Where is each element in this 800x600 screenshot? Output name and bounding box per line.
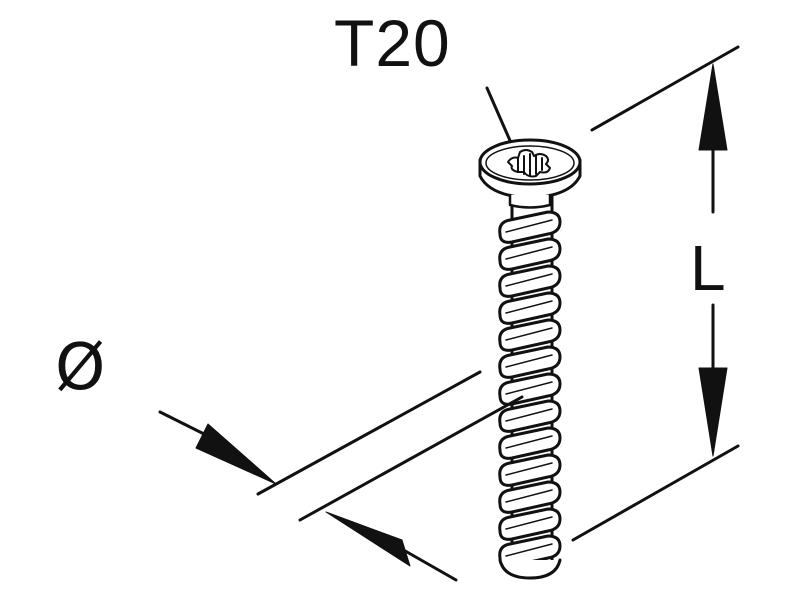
thread-edge xyxy=(505,354,553,368)
thread-edge xyxy=(505,543,553,557)
thread-edge xyxy=(505,408,553,422)
torx-drive-icon xyxy=(507,149,551,178)
thread-turn xyxy=(498,399,562,433)
thread-turn xyxy=(498,453,562,487)
diameter-dimension xyxy=(158,370,524,582)
thread-edge xyxy=(505,489,553,503)
thread-turn xyxy=(498,480,562,514)
thread-edge xyxy=(505,327,553,341)
thread-edge xyxy=(505,462,553,476)
diameter-label: Ø xyxy=(55,331,106,405)
dimension-arrow-icon xyxy=(698,63,728,151)
thread-edge xyxy=(505,273,553,287)
thread-turn xyxy=(498,264,562,298)
diameter-extension-upper xyxy=(256,370,482,496)
dimension-arrow-icon xyxy=(698,367,728,457)
thread-edge xyxy=(505,219,553,233)
length-label: L xyxy=(690,232,726,304)
length-extension-bottom xyxy=(571,444,740,542)
diameter-extension-lower xyxy=(298,395,524,522)
thread-turn xyxy=(498,318,562,352)
screw-threads xyxy=(498,210,562,568)
thread-turn xyxy=(498,426,562,460)
thread-edge xyxy=(505,300,553,314)
length-extension-top xyxy=(590,45,740,132)
thread-turn xyxy=(498,291,562,325)
thread-edge xyxy=(505,246,553,260)
thread-turn xyxy=(498,237,562,271)
thread-turn xyxy=(498,507,562,541)
dimension-arrow-icon xyxy=(325,511,411,567)
drive-size-label: T20 xyxy=(334,6,451,80)
thread-turn xyxy=(498,345,562,379)
screw-tip xyxy=(498,558,562,580)
diameter-dimension-line-lower xyxy=(398,546,458,582)
length-dimension xyxy=(571,45,740,542)
dimension-arrow-icon xyxy=(195,423,277,485)
thread-edge xyxy=(505,435,553,449)
thread-edge xyxy=(505,516,553,530)
thread-turn xyxy=(498,210,562,244)
thread-edge xyxy=(505,381,553,395)
